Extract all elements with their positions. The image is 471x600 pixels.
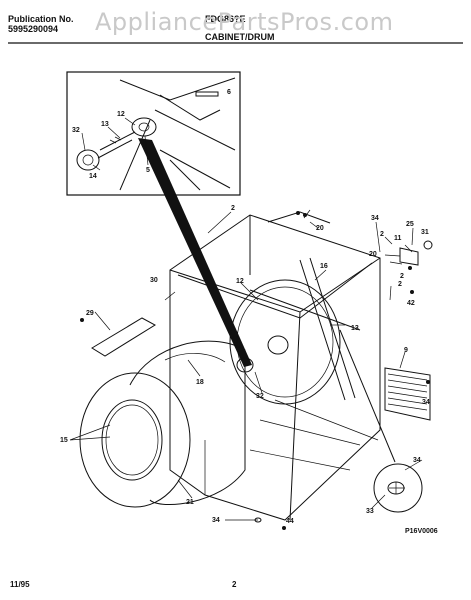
- callout-13-main: 13: [351, 325, 359, 332]
- callout-9: 9: [404, 347, 408, 354]
- callout-31: 31: [421, 229, 429, 236]
- callout-18: 18: [196, 379, 204, 386]
- callout-33: 33: [366, 508, 374, 515]
- callout-2-right: 2: [380, 231, 384, 238]
- callout-labels: 6 12 13 32 14 5 2 20 34 25 31 2 11 2 20 …: [60, 89, 430, 525]
- callout-11: 11: [394, 235, 402, 242]
- seal-strip: [91, 317, 156, 357]
- dryer-drum: [79, 340, 254, 508]
- watermark: AppliancePartsPros.com: [95, 8, 394, 36]
- callout-44: 44: [286, 518, 294, 525]
- page-number: 2: [232, 580, 237, 589]
- rear-bulkhead: [229, 257, 356, 405]
- callout-34-lower: 34: [413, 457, 421, 464]
- callout-32: 32: [72, 127, 80, 134]
- fasteners: [80, 211, 430, 530]
- callout-5: 5: [146, 167, 150, 174]
- callout-14: 14: [89, 173, 97, 180]
- inset-drum-back-detail: [76, 77, 236, 191]
- top-right-bracket: [384, 240, 433, 266]
- rear-vent-panel: [384, 367, 431, 421]
- publication-number: 5995290094: [8, 24, 59, 34]
- callout-12: 12: [117, 111, 125, 118]
- footer-date: 11/95: [10, 580, 30, 589]
- callout-2-top: 2: [231, 205, 235, 212]
- callout-34-vent: 34: [422, 399, 430, 406]
- callout-34-bottom: 34: [212, 517, 220, 524]
- lower-bearing-detail: [373, 463, 423, 513]
- callout-30: 30: [150, 277, 158, 284]
- callout-29: 29: [86, 310, 94, 317]
- callout-6: 6: [227, 89, 231, 96]
- callout-34-top: 34: [371, 215, 379, 222]
- leader-lines: [69, 95, 423, 509]
- callout-12-main: 12: [236, 278, 244, 285]
- publication-label: Publication No.: [8, 14, 74, 24]
- callout-13: 13: [101, 121, 109, 128]
- model-number: FDG86?E: [205, 14, 246, 24]
- callout-20: 20: [316, 225, 324, 232]
- callout-16: 16: [320, 263, 328, 270]
- section-title: CABINET/DRUM: [205, 32, 275, 42]
- belt-line: [249, 289, 361, 331]
- callout-25: 25: [406, 221, 414, 228]
- callout-2-low: 2: [398, 281, 402, 288]
- callout-42: 42: [407, 300, 415, 307]
- callout-20-right: 20: [369, 251, 377, 258]
- callout-21: 21: [186, 499, 194, 506]
- callout-15: 15: [60, 437, 68, 444]
- diagonal-brace: [339, 329, 396, 463]
- cabinet-frame: [169, 211, 381, 521]
- diagram-code: P16V0006: [405, 528, 438, 535]
- callout-2-mid: 2: [400, 273, 404, 280]
- callout-32-main: 32: [256, 393, 264, 400]
